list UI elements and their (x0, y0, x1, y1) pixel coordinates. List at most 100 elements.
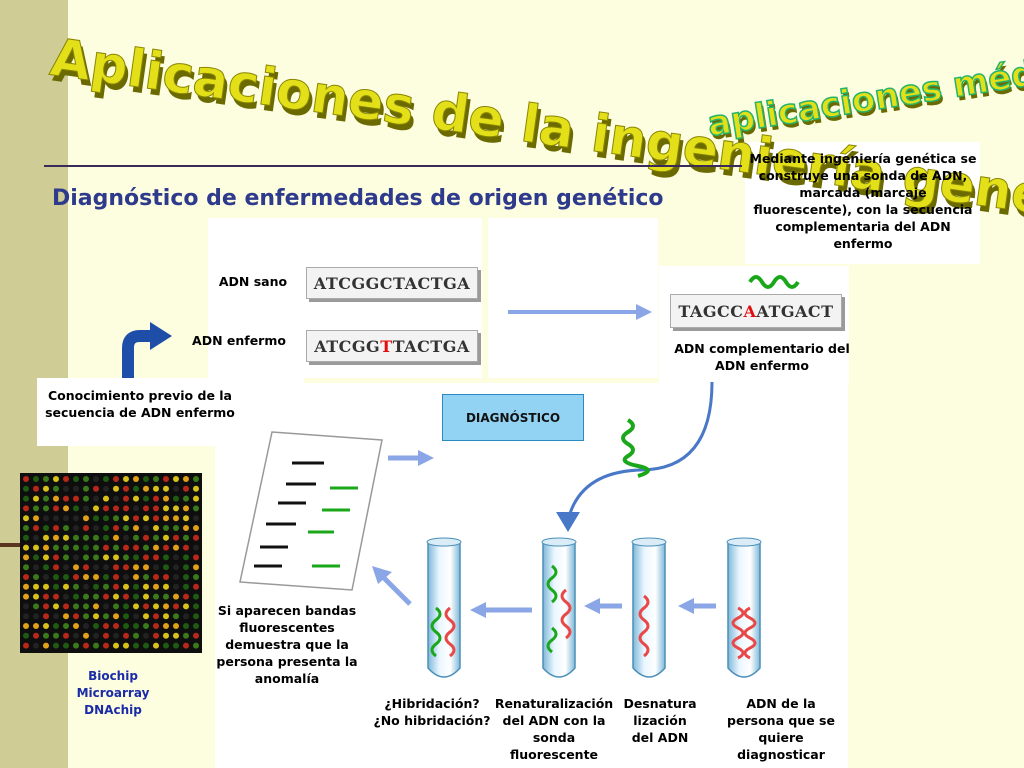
microarray-dot (33, 613, 39, 620)
microarray-dot (123, 544, 129, 551)
microarray-dot (53, 593, 59, 600)
microarray-dot (93, 603, 99, 610)
probe-label: ADN complementario del ADN enfermo (674, 341, 850, 373)
microarray-dots (23, 476, 199, 649)
microarray-dot (173, 476, 179, 482)
microarray-dot (33, 603, 39, 610)
microarray-dot (153, 603, 159, 610)
microarray-dot (153, 534, 159, 541)
microarray-dot (153, 613, 159, 620)
microarray-dot (73, 525, 79, 531)
microarray-dot (153, 476, 159, 482)
microarray-dot (183, 632, 189, 639)
microarray-dot (43, 593, 49, 600)
microarray-dot (103, 554, 109, 561)
microarray-dot (103, 476, 109, 482)
microarray-dot (93, 544, 99, 551)
microarray-dot (53, 525, 59, 531)
microarray-dot (33, 495, 39, 502)
microarray-dot (173, 564, 179, 571)
microarray-dot (53, 642, 59, 649)
microarray-dot (183, 642, 189, 649)
microarray-dot (43, 632, 49, 639)
microarray-dot (63, 583, 69, 590)
microarray-dot (193, 632, 199, 639)
microarray-dot (173, 544, 179, 551)
microarray-dot (93, 534, 99, 541)
microarray-dot (113, 495, 119, 502)
microarray-dot (63, 476, 69, 482)
microarray-dot (93, 642, 99, 649)
microarray-dot (133, 623, 139, 629)
microarray-dot (93, 554, 99, 561)
microarray-dot (123, 525, 129, 531)
microarray-dot (93, 505, 99, 512)
microarray-dot (153, 593, 159, 600)
microarray-dot (43, 642, 49, 649)
microarray-dot (23, 554, 29, 561)
microarray-dot (33, 515, 39, 522)
microarray-dot (153, 525, 159, 531)
microarray-dot (113, 603, 119, 610)
microarray-dot (113, 642, 119, 649)
microarray-dot (153, 544, 159, 551)
microarray-dot (73, 593, 79, 600)
microarray-dot (123, 505, 129, 512)
microarray-dot (93, 525, 99, 531)
microarray-dot (33, 564, 39, 571)
microarray-dot (23, 642, 29, 649)
microarray-dot (193, 534, 199, 541)
microarray-dot (133, 534, 139, 541)
microarray-dot (163, 525, 169, 531)
microarray-dot (73, 476, 79, 482)
microarray-dot (23, 564, 29, 571)
microarray-dot (93, 515, 99, 522)
microarray-dot (23, 603, 29, 610)
prior-knowledge-text: Conocimiento previo de la secuencia de A… (45, 388, 235, 420)
microarray-dot (193, 505, 199, 512)
microarray-dot (113, 593, 119, 600)
microarray-dot (183, 544, 189, 551)
microarray-dot (103, 613, 109, 620)
microarray-dot (153, 574, 159, 580)
microarray-dot (113, 505, 119, 512)
microarray-dot (43, 583, 49, 590)
microarray-dot (73, 613, 79, 620)
microarray-dot (33, 485, 39, 492)
microarray-dot (43, 564, 49, 571)
microarray-dot (73, 632, 79, 639)
microarray-dot (183, 525, 189, 531)
microarray-dot (73, 505, 79, 512)
microarray-dot (143, 525, 149, 531)
microarray-dot (183, 554, 189, 561)
microarray-dot (153, 583, 159, 590)
microarray-dot (33, 632, 39, 639)
microarray-dot (103, 505, 109, 512)
arrow-to-probe (508, 304, 652, 320)
microarray-dot (173, 623, 179, 629)
microarray-dot (53, 623, 59, 629)
microarray-dot (103, 495, 109, 502)
microarray-dot (143, 632, 149, 639)
microarray-dot (93, 632, 99, 639)
microarray-dot (123, 574, 129, 580)
microarray-dot (113, 534, 119, 541)
microarray-dot (43, 525, 49, 531)
microarray-dot (103, 623, 109, 629)
microarray-dot (123, 485, 129, 492)
microarray-dot (63, 632, 69, 639)
microarray-dot (63, 544, 69, 551)
microarray-dot (193, 476, 199, 482)
microarray-dot (163, 544, 169, 551)
microarray-dot (93, 495, 99, 502)
microarray-dot (93, 583, 99, 590)
microarray-dot (133, 574, 139, 580)
microarray-dot (63, 485, 69, 492)
microarray-dot (23, 515, 29, 522)
tube-label-renaturation: Renaturalización del ADN con la sonda fl… (494, 696, 614, 762)
microarray-dot (103, 564, 109, 571)
microarray-dot (173, 613, 179, 620)
microarray-dot (143, 642, 149, 649)
microarray-dot (163, 642, 169, 649)
microarray-dot (63, 642, 69, 649)
